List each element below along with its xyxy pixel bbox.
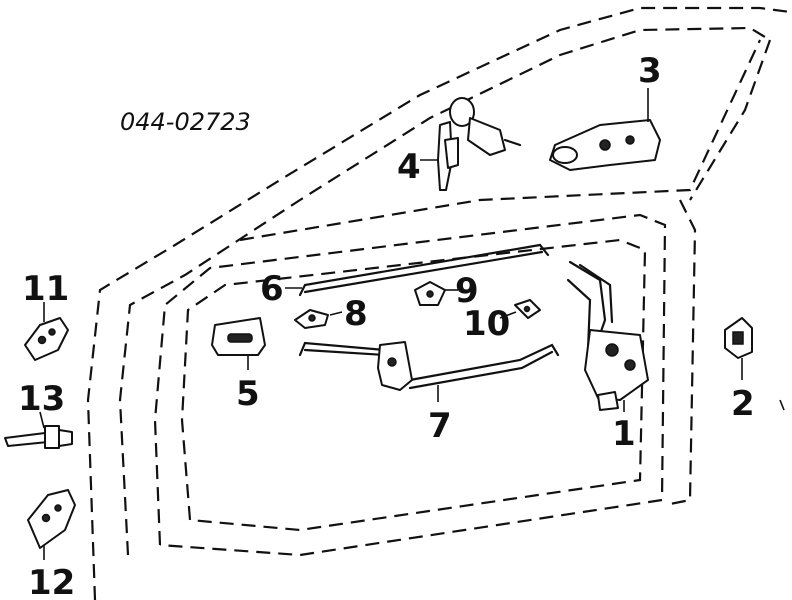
callout-6: 6 <box>260 269 284 309</box>
callout-7: 7 <box>428 406 452 446</box>
door-lock-assembly <box>566 260 649 412</box>
lock-rod-upper <box>285 243 550 297</box>
hinge-bolt <box>4 411 73 449</box>
door-hinge-lower <box>27 489 76 560</box>
rod-clip-9 <box>414 281 458 306</box>
callout-4: 4 <box>397 147 421 187</box>
door-hinge-upper <box>24 302 69 361</box>
callout-3: 3 <box>638 51 662 91</box>
outside-handle <box>549 88 661 171</box>
lock-cylinder-with-keys <box>420 97 522 191</box>
edge-tick <box>779 399 785 411</box>
door-outline <box>86 6 791 600</box>
callout-13: 13 <box>18 379 65 419</box>
callout-5: 5 <box>236 374 260 414</box>
lock-remote-rod <box>298 341 560 402</box>
callout-10: 10 <box>463 304 510 344</box>
striker <box>724 317 753 380</box>
callout-12: 12 <box>28 563 75 600</box>
callout-8: 8 <box>344 294 368 334</box>
rod-clip-8 <box>294 309 343 329</box>
callout-1: 1 <box>612 414 636 454</box>
callout-11: 11 <box>22 269 69 309</box>
part-code: 044-02723 <box>120 108 251 136</box>
rod-clip-10 <box>499 299 541 319</box>
callout-2: 2 <box>731 384 755 424</box>
inside-handle <box>211 317 266 370</box>
callout-9: 9 <box>455 271 479 311</box>
